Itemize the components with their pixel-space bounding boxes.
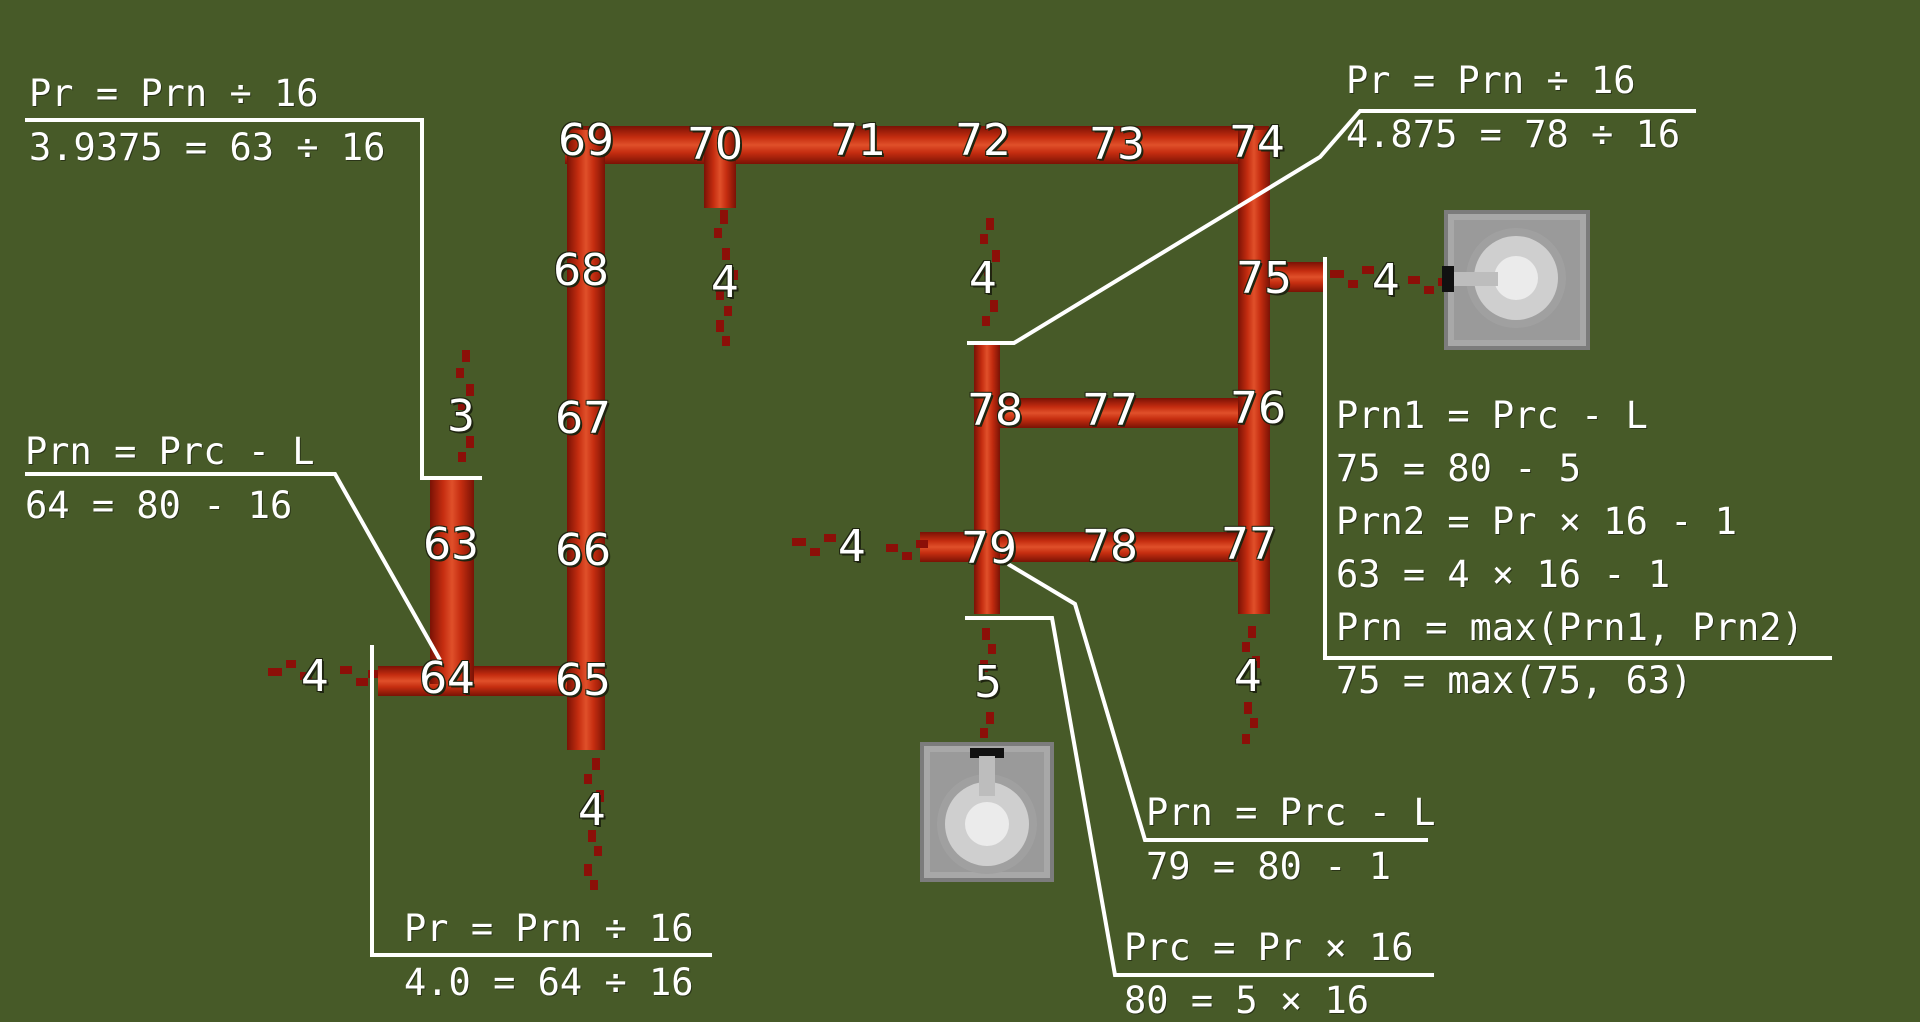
formula-text: Prn = Prc - L [25,430,315,473]
formula-text: Prn = Prc - L [1146,791,1436,834]
formula-text: 3.9375 = 63 ÷ 16 [29,126,386,169]
formula-text: 64 = 80 - 16 [25,484,293,527]
signal-level: 73 [1089,119,1145,170]
formula-text: Prn2 = Pr × 16 - 1 [1336,500,1737,543]
dust-level: 4 [711,257,739,308]
comparator-block-icon [920,742,1054,882]
formula-text: Prn = max(Prn1, Prn2) [1336,606,1804,649]
signal-level: 77 [1082,385,1138,436]
signal-level: 74 [1229,117,1285,168]
dust-level: 3 [447,391,475,442]
comparator-block-icon [1442,210,1590,350]
signal-level: 69 [558,115,614,166]
signal-level: 77 [1221,519,1277,570]
dust-level: 4 [578,785,606,836]
formula-text: 63 = 4 × 16 - 1 [1336,553,1671,596]
signal-level: 67 [555,393,611,444]
pipe-top [565,126,1269,164]
dust-level: 4 [969,253,997,304]
pipe-63-vertical [430,478,474,684]
signal-level: 65 [555,655,611,706]
pipe-mid-vertical [974,344,1000,614]
dust-level: 4 [301,651,329,702]
signal-level: 63 [423,519,479,570]
pipe-left-vertical [567,130,605,750]
annotation-leader-lines [25,109,1832,977]
dust-level: 4 [1234,651,1262,702]
formula-text: 79 = 80 - 1 [1146,845,1392,888]
formula-text: 4.875 = 78 ÷ 16 [1346,113,1681,156]
pipe-70-stub [704,130,736,208]
pipe-row-76 [980,398,1270,428]
signal-level: 78 [1082,521,1138,572]
signal-level: 79 [961,523,1017,574]
pipe-right-vertical [1238,130,1270,614]
formula-text: Prc = Pr × 16 [1124,926,1414,969]
formula-text: 75 = 80 - 5 [1336,447,1582,490]
signal-level: 78 [967,385,1023,436]
signal-level: 76 [1230,383,1286,434]
signal-level: 68 [553,245,609,296]
dust-level: 4 [1372,255,1400,306]
pipe-bottom-left [378,666,586,696]
formula-text: Pr = Prn ÷ 16 [404,907,694,950]
formula-text: Pr = Prn ÷ 16 [1346,59,1636,102]
signal-level: 75 [1236,253,1292,304]
formula-text: 80 = 5 × 16 [1124,979,1370,1022]
formula-text: Prn1 = Prc - L [1336,394,1648,437]
signal-level: 64 [419,653,475,704]
pipe-right-stub [1268,262,1324,292]
signal-level: 71 [830,115,886,166]
formula-text: 4.0 = 64 ÷ 16 [404,961,694,1004]
redstone-pipes [378,126,1324,750]
formula-text: Pr = Prn ÷ 16 [29,72,319,115]
signal-level: 72 [955,115,1011,166]
formula-text: 75 = max(75, 63) [1336,659,1693,702]
dust-level: 4 [838,521,866,572]
signal-level: 70 [687,119,743,170]
dust-level: 5 [974,657,1002,708]
signal-level: 66 [555,525,611,576]
